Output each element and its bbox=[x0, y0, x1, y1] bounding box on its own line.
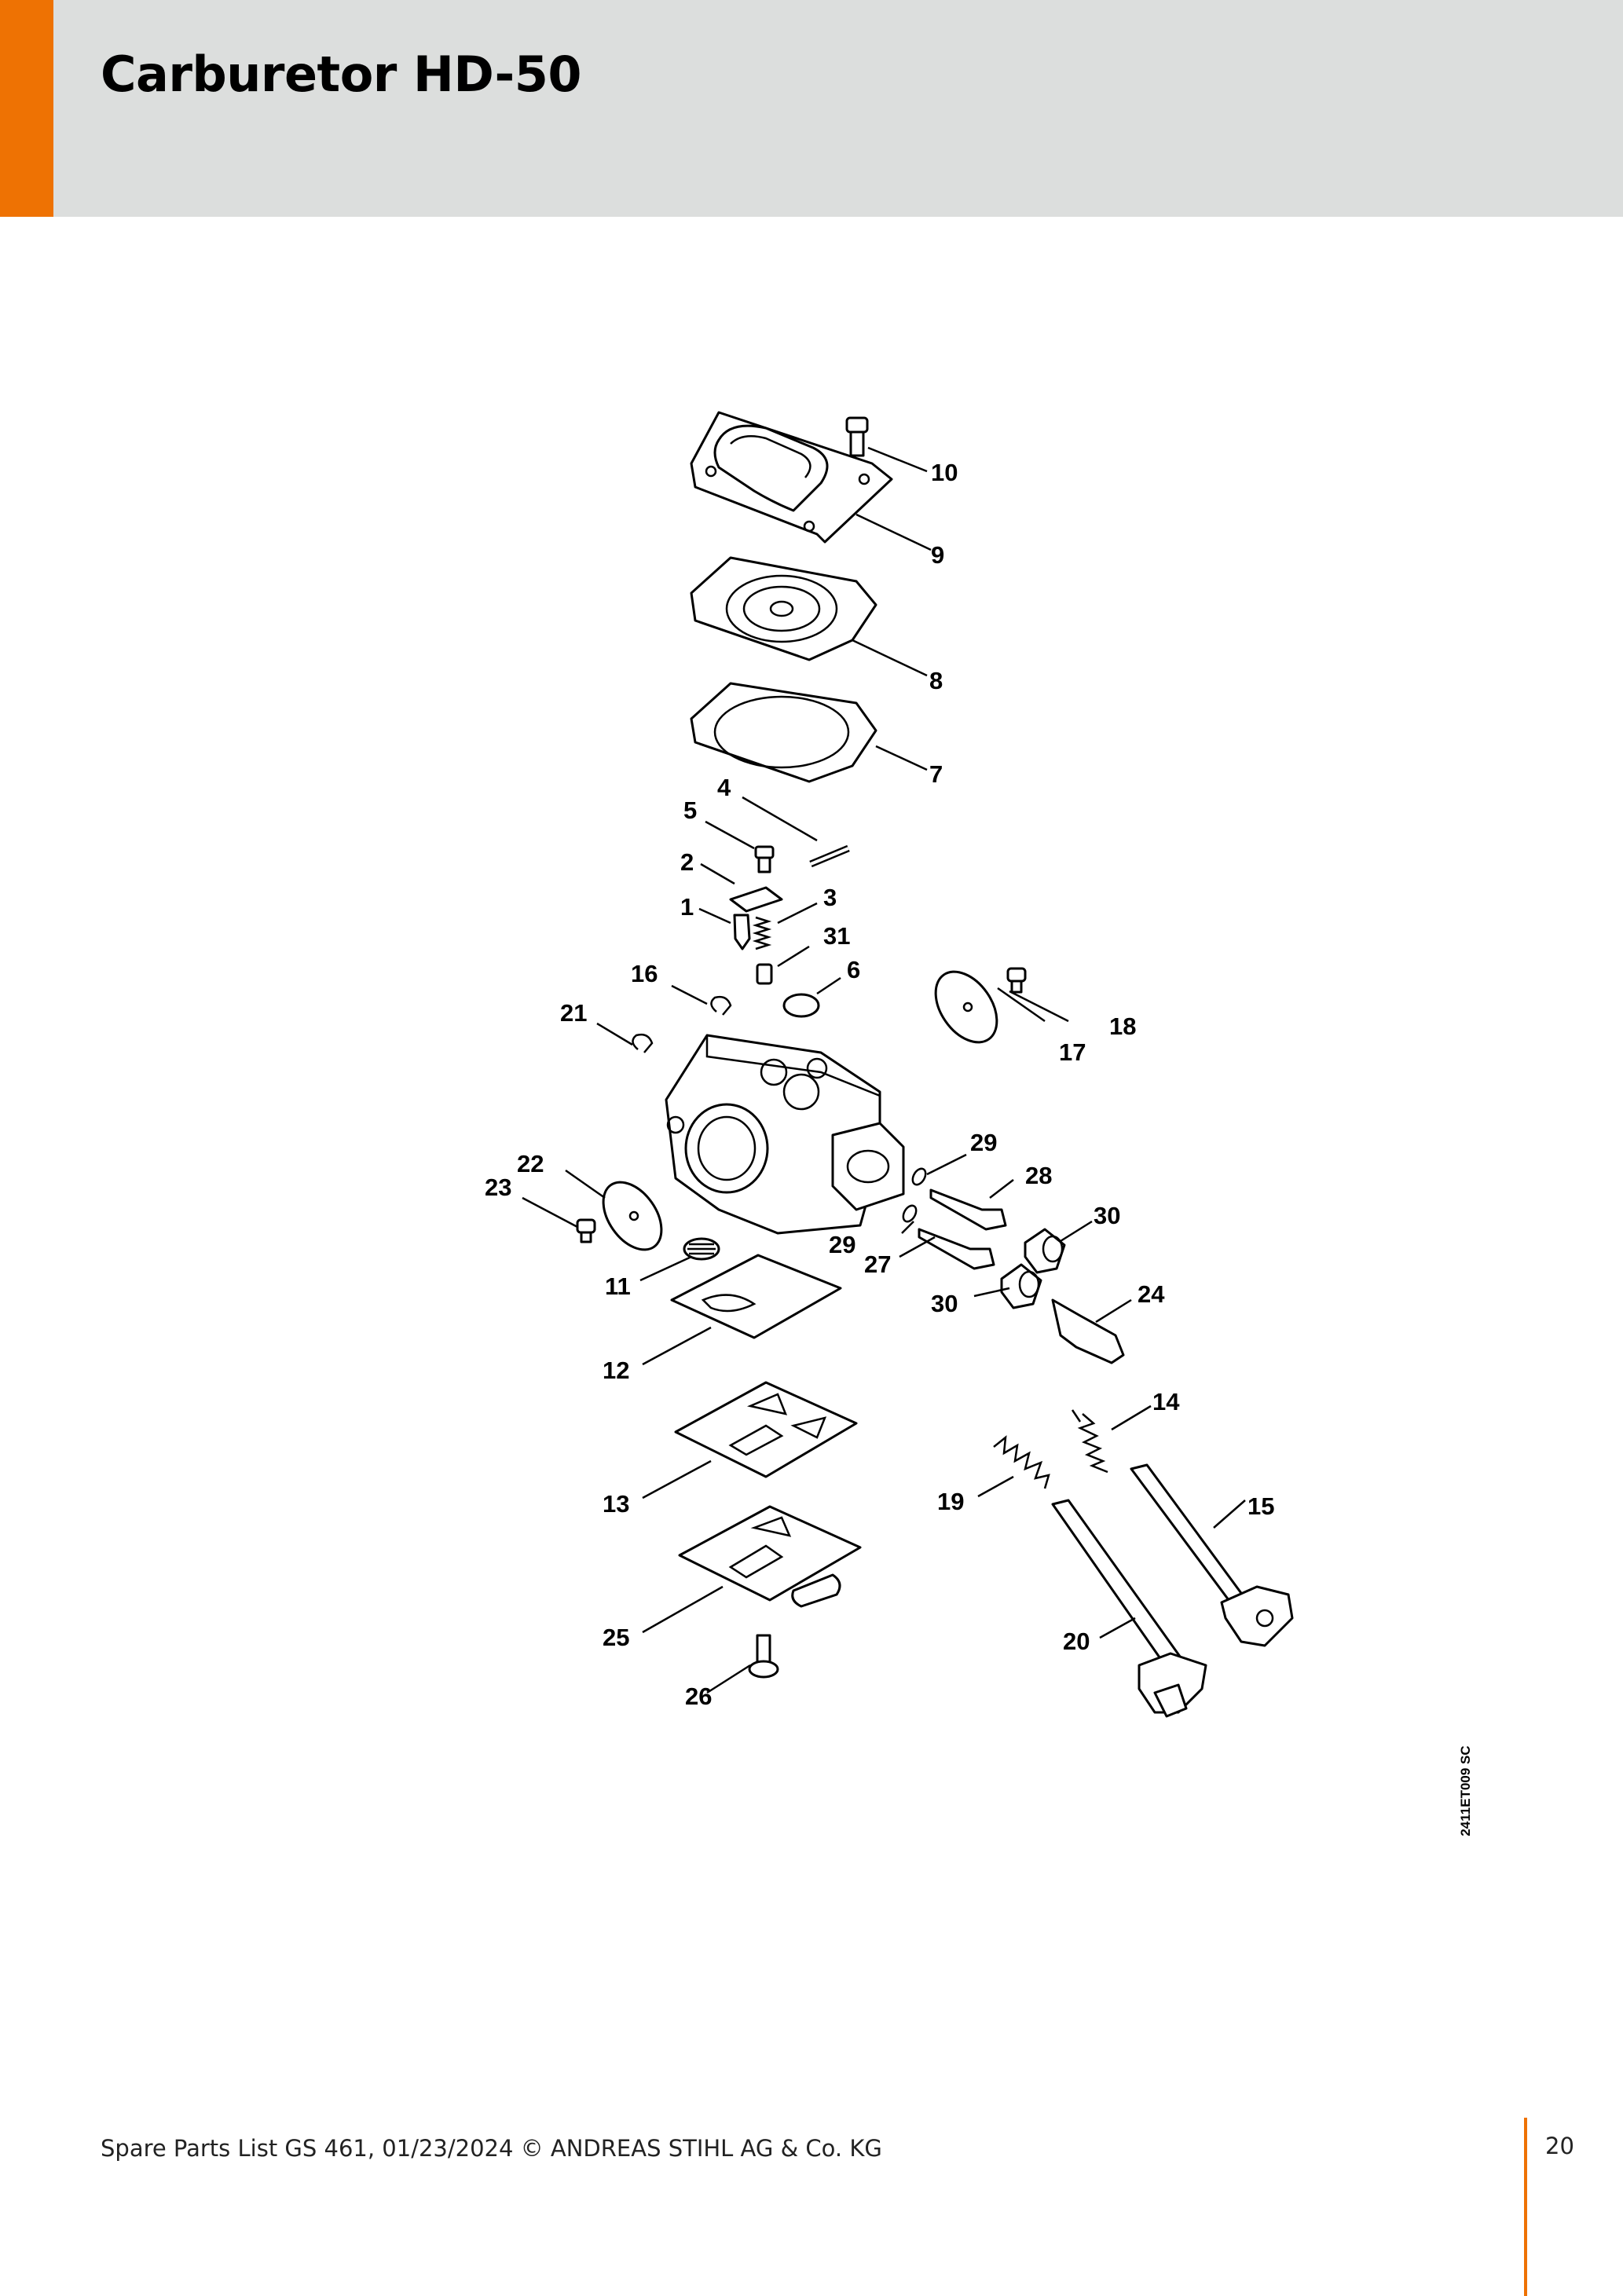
callout-7: 7 bbox=[929, 760, 943, 788]
callout-18: 18 bbox=[1109, 1013, 1136, 1040]
callout-8: 8 bbox=[929, 667, 943, 694]
part-7-gasket bbox=[690, 682, 877, 783]
part-23-screw bbox=[576, 1218, 596, 1243]
part-28-screw bbox=[929, 1188, 1007, 1231]
part-20-shaft bbox=[1051, 1499, 1207, 1718]
part-24-screw bbox=[1051, 1298, 1125, 1364]
callout-15: 15 bbox=[1247, 1492, 1274, 1520]
part-8-diaphragm bbox=[690, 556, 877, 661]
part-27-screw bbox=[918, 1228, 995, 1270]
part-15-shaft bbox=[1130, 1463, 1294, 1647]
callout-29a: 29 bbox=[970, 1129, 997, 1156]
callout-23: 23 bbox=[485, 1174, 511, 1201]
part-13-plate bbox=[674, 1381, 858, 1478]
callout-17: 17 bbox=[1059, 1038, 1086, 1066]
part-18-screw bbox=[1006, 967, 1027, 994]
part-2-lever bbox=[729, 886, 783, 913]
part-6-plug bbox=[782, 993, 820, 1018]
part-17-shutter bbox=[934, 970, 998, 1044]
part-1-needle bbox=[733, 914, 751, 950]
page-number: 20 bbox=[1545, 2133, 1574, 2159]
part-25-cover bbox=[678, 1505, 862, 1608]
callout-16: 16 bbox=[631, 960, 658, 987]
part-22-shutter bbox=[602, 1181, 663, 1251]
callout-25: 25 bbox=[603, 1624, 629, 1651]
part-29-oring-upper bbox=[911, 1167, 927, 1186]
figure-code: 2411ET009 SC bbox=[1450, 1740, 1482, 1842]
part-29-oring-lower bbox=[902, 1204, 918, 1223]
part-21-clip bbox=[632, 1033, 654, 1053]
callout-29b: 29 bbox=[829, 1231, 855, 1258]
part-30-cap-lower bbox=[1000, 1263, 1042, 1309]
callout-5: 5 bbox=[683, 796, 697, 824]
callout-26: 26 bbox=[685, 1683, 712, 1710]
part-4-pin bbox=[809, 844, 850, 868]
callout-24: 24 bbox=[1138, 1280, 1165, 1308]
part-10-screw bbox=[845, 416, 869, 457]
callout-11: 11 bbox=[605, 1273, 631, 1300]
callout-labels: 10 9 8 7 4 5 2 3 1 31 6 16 21 18 17 29 2… bbox=[485, 459, 1274, 1710]
callout-28: 28 bbox=[1025, 1162, 1052, 1189]
figure-code-text: 2411ET009 SC bbox=[1458, 1745, 1473, 1836]
callout-30a: 30 bbox=[1094, 1202, 1120, 1229]
part-5-screw bbox=[754, 845, 775, 873]
callout-21: 21 bbox=[560, 999, 587, 1027]
part-9-cover bbox=[690, 411, 893, 544]
callout-10: 10 bbox=[931, 459, 958, 486]
callout-2: 2 bbox=[680, 848, 694, 876]
part-11-screen bbox=[683, 1237, 720, 1261]
callout-3: 3 bbox=[823, 884, 837, 911]
callout-6: 6 bbox=[847, 956, 860, 983]
footer-divider bbox=[1524, 2118, 1527, 2296]
exploded-parts-diagram: 10 9 8 7 4 5 2 3 1 31 6 16 21 18 17 29 2… bbox=[463, 393, 1335, 1744]
header-accent-bar bbox=[0, 0, 53, 217]
part-31-plug bbox=[756, 963, 773, 985]
callout-9: 9 bbox=[931, 541, 944, 569]
part-26-screw bbox=[748, 1634, 779, 1679]
leader-lines bbox=[522, 446, 1246, 1694]
footer-text: Spare Parts List GS 461, 01/23/2024 © AN… bbox=[101, 2135, 882, 2162]
callout-19: 19 bbox=[937, 1488, 964, 1515]
part-12-gasket bbox=[670, 1254, 842, 1339]
callout-30b: 30 bbox=[931, 1290, 958, 1317]
callout-31: 31 bbox=[823, 922, 850, 950]
callout-4: 4 bbox=[717, 774, 731, 801]
page-header: Carburetor HD-50 bbox=[0, 0, 1623, 217]
callout-1: 1 bbox=[680, 893, 694, 921]
callout-27: 27 bbox=[864, 1251, 891, 1278]
callout-13: 13 bbox=[603, 1490, 629, 1518]
callout-14: 14 bbox=[1152, 1388, 1180, 1415]
part-30-cap-upper bbox=[1024, 1228, 1066, 1274]
callout-22: 22 bbox=[517, 1150, 544, 1177]
part-16-clip bbox=[710, 995, 732, 1016]
part-19-spring bbox=[993, 1435, 1050, 1489]
carburetor-body bbox=[665, 1034, 905, 1235]
callout-12: 12 bbox=[603, 1357, 629, 1384]
part-14-spring bbox=[1071, 1409, 1108, 1474]
page-title: Carburetor HD-50 bbox=[101, 46, 581, 103]
part-3-spring bbox=[752, 916, 772, 950]
callout-20: 20 bbox=[1063, 1628, 1090, 1655]
